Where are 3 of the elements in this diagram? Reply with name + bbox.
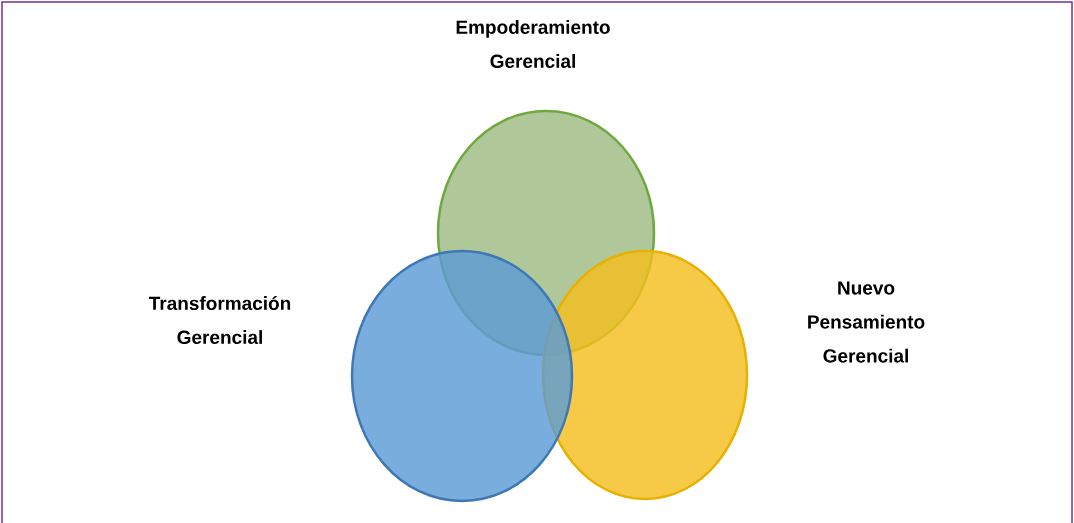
circle-label: Nuevo Pensamiento Gerencial (808, 281, 925, 363)
circle-label: Transformación Gerencial (148, 295, 291, 345)
circle-label: Empoderamiento Gerencial (456, 20, 610, 68)
